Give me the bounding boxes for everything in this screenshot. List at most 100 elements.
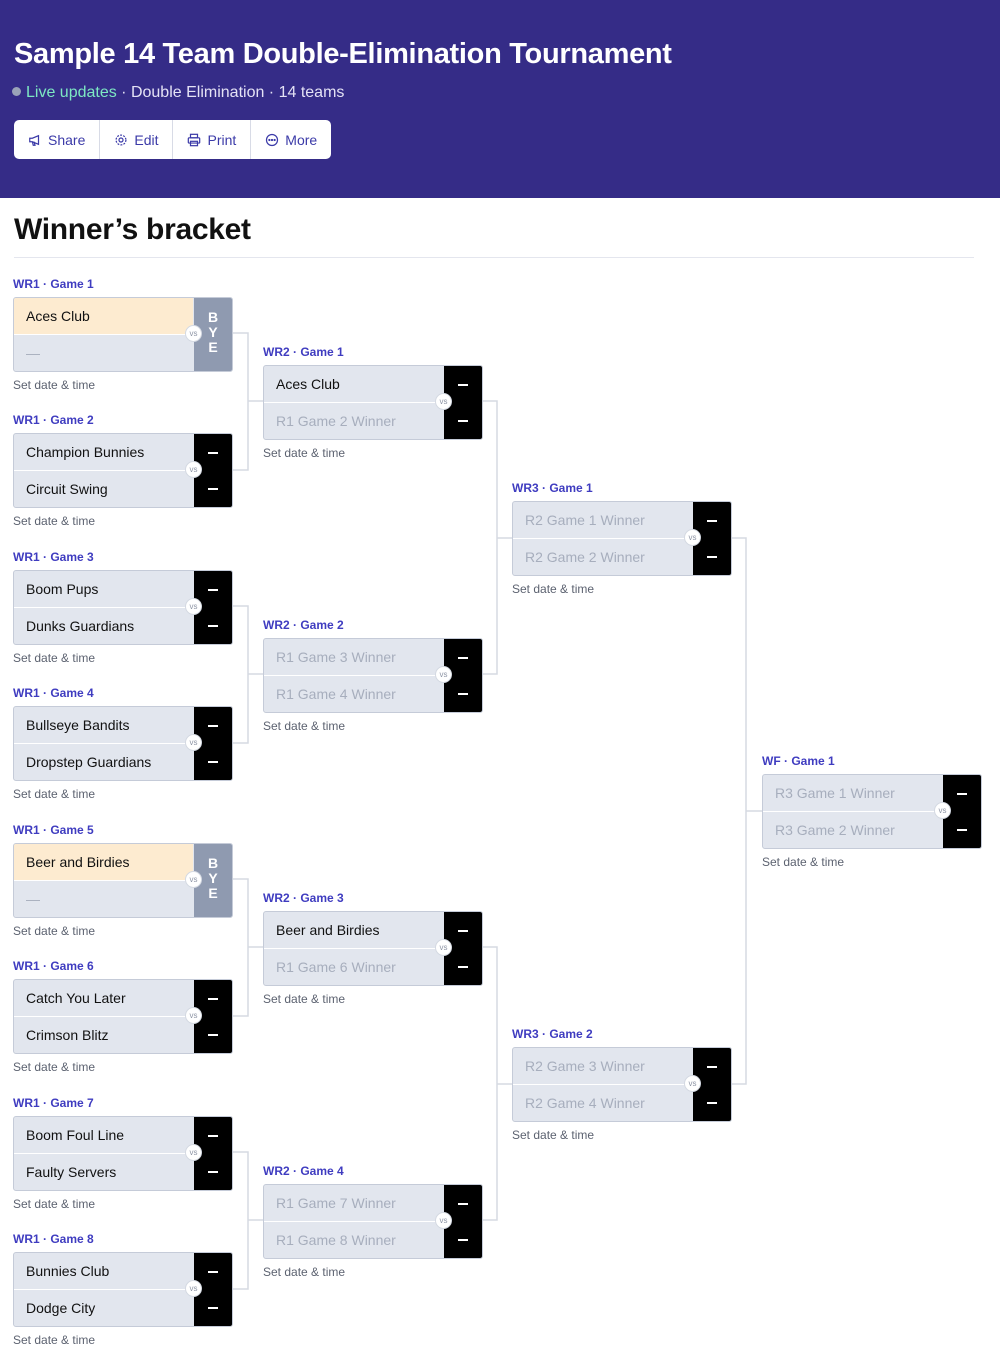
vs-badge: vs [435, 393, 452, 410]
team-slot-1[interactable]: Beer and Birdies [14, 844, 193, 880]
match-card[interactable]: R1 Game 3 Winner R1 Game 4 Winner vs [263, 638, 483, 713]
set-date-link[interactable]: Set date & time [263, 1265, 346, 1279]
set-date-link[interactable]: Set date & time [263, 719, 346, 733]
team-slot-1[interactable]: Catch You Later [26, 990, 126, 1006]
set-date-link[interactable]: Set date & time [512, 1128, 595, 1142]
match-label: WR1 · Game 1 [13, 277, 94, 291]
vs-badge: vs [185, 598, 202, 615]
team-slot-2[interactable]: R1 Game 4 Winner [276, 686, 396, 702]
set-date-link[interactable]: Set date & time [263, 992, 346, 1006]
match-card[interactable]: Aces Club R1 Game 2 Winner vs [263, 365, 483, 440]
match-card[interactable]: Bullseye Bandits Dropstep Guardians vs [13, 706, 233, 781]
team-slot-1[interactable]: Boom Pups [26, 581, 99, 597]
vs-badge: vs [684, 529, 701, 546]
team-slot-2[interactable]: Dropstep Guardians [26, 754, 152, 770]
tournament-meta: Live updates · Double Elimination · 14 t… [12, 84, 344, 102]
team-slot-2[interactable]: R2 Game 2 Winner [525, 549, 645, 565]
match-card[interactable]: Boom Pups Dunks Guardians vs [13, 570, 233, 645]
match-wr1-game3: WR1 · Game 3 Boom Pups Dunks Guardians v… [13, 549, 233, 665]
team-slot-1[interactable]: Aces Club [276, 376, 340, 392]
match-wr2-game2: WR2 · Game 2 R1 Game 3 Winner R1 Game 4 … [263, 617, 483, 733]
share-button[interactable]: Share [14, 120, 101, 159]
team-slot-1[interactable]: R2 Game 1 Winner [525, 512, 645, 528]
set-date-link[interactable]: Set date & time [263, 446, 346, 460]
match-card[interactable]: R2 Game 1 Winner R2 Game 2 Winner vs [512, 501, 732, 576]
team-slot-2[interactable]: Faulty Servers [26, 1164, 117, 1180]
team-slot-2[interactable]: — [26, 345, 40, 361]
set-date-link[interactable]: Set date & time [13, 514, 96, 528]
tournament-details: · Double Elimination · 14 teams [116, 84, 345, 101]
team-slot-2[interactable]: — [26, 891, 40, 907]
team-slot-1[interactable]: Bunnies Club [26, 1263, 110, 1279]
section-divider [14, 257, 974, 258]
match-wr3-game2: WR3 · Game 2 R2 Game 3 Winner R2 Game 4 … [512, 1026, 732, 1142]
team-slot-1[interactable]: R1 Game 7 Winner [276, 1195, 396, 1211]
match-card[interactable]: Catch You Later Crimson Blitz vs [13, 979, 233, 1054]
set-date-link[interactable]: Set date & time [13, 924, 96, 938]
match-card[interactable]: R3 Game 1 Winner R3 Game 2 Winner vs [762, 774, 982, 849]
team-slot-2[interactable]: R1 Game 6 Winner [276, 959, 396, 975]
match-wr2-game3: WR2 · Game 3 Beer and Birdies R1 Game 6 … [263, 890, 483, 1006]
toolbar: Share Edit Print More [14, 120, 332, 159]
vs-badge: vs [185, 1280, 202, 1297]
vs-badge: vs [185, 871, 202, 888]
connector-r2-1-2 [481, 400, 512, 675]
connector-r1-3-4 [231, 605, 263, 744]
set-date-link[interactable]: Set date & time [13, 651, 96, 665]
match-card[interactable]: Beer and Birdies R1 Game 6 Winner vs [263, 911, 483, 986]
set-date-link[interactable]: Set date & time [13, 378, 96, 392]
team-slot-1[interactable]: Bullseye Bandits [26, 717, 130, 733]
team-slot-2[interactable]: Circuit Swing [26, 481, 108, 497]
match-wr2-game1: WR2 · Game 1 Aces Club R1 Game 2 Winner … [263, 344, 483, 460]
connector-r2-3-4 [481, 946, 512, 1221]
match-card[interactable]: Bunnies Club Dodge City vs [13, 1252, 233, 1327]
team-slot-2[interactable]: R2 Game 4 Winner [525, 1095, 645, 1111]
set-date-link[interactable]: Set date & time [13, 1060, 96, 1074]
match-card[interactable]: R1 Game 7 Winner R1 Game 8 Winner vs [263, 1184, 483, 1259]
connector-r1-5-6 [231, 878, 263, 1017]
printer-icon [188, 133, 201, 146]
team-slot-2[interactable]: R1 Game 2 Winner [276, 413, 396, 429]
team-slot-2[interactable]: Dunks Guardians [26, 618, 135, 634]
set-date-link[interactable]: Set date & time [762, 855, 845, 869]
team-slot-1[interactable]: Boom Foul Line [26, 1127, 125, 1143]
team-slot-2[interactable]: Crimson Blitz [26, 1027, 109, 1043]
set-date-link[interactable]: Set date & time [512, 582, 595, 596]
page-title: Sample 14 Team Double-Elimination Tourna… [14, 38, 672, 70]
match-wr1-game8: WR1 · Game 8 Bunnies Club Dodge City vs … [13, 1231, 233, 1347]
match-label: WR1 · Game 6 [13, 959, 94, 973]
match-label: WR1 · Game 2 [13, 413, 94, 427]
team-slot-1[interactable]: R2 Game 3 Winner [525, 1058, 645, 1074]
team-slot-1[interactable]: Champion Bunnies [26, 444, 145, 460]
set-date-link[interactable]: Set date & time [13, 787, 96, 801]
team-slot-1[interactable]: R3 Game 1 Winner [775, 785, 895, 801]
team-slot-2[interactable]: R1 Game 8 Winner [276, 1232, 396, 1248]
live-updates-link[interactable]: Live updates [26, 84, 117, 101]
match-wr1-game6: WR1 · Game 6 Catch You Later Crimson Bli… [13, 958, 233, 1074]
match-card[interactable]: Boom Foul Line Faulty Servers vs [13, 1116, 233, 1191]
match-label: WR3 · Game 2 [512, 1027, 593, 1041]
print-button[interactable]: Print [173, 120, 252, 159]
page-header: Sample 14 Team Double-Elimination Tourna… [0, 0, 1000, 198]
team-slot-2[interactable]: R3 Game 2 Winner [775, 822, 895, 838]
edit-button[interactable]: Edit [100, 120, 174, 159]
match-label: WR1 · Game 4 [13, 686, 94, 700]
match-label: WR2 · Game 4 [263, 1164, 344, 1178]
match-card[interactable]: Champion Bunnies Circuit Swing vs [13, 433, 233, 508]
more-button[interactable]: More [251, 120, 331, 159]
live-indicator-icon [12, 87, 21, 96]
vs-badge: vs [934, 802, 951, 819]
set-date-link[interactable]: Set date & time [13, 1197, 96, 1211]
match-card[interactable]: R2 Game 3 Winner R2 Game 4 Winner vs [512, 1047, 732, 1122]
team-slot-2[interactable]: Dodge City [26, 1300, 96, 1316]
vs-badge: vs [435, 939, 452, 956]
match-wr3-game1: WR3 · Game 1 R2 Game 1 Winner R2 Game 2 … [512, 480, 732, 596]
team-slot-1[interactable]: R1 Game 3 Winner [276, 649, 396, 665]
team-slot-1[interactable]: Beer and Birdies [276, 922, 380, 938]
team-slot-1[interactable]: Aces Club [14, 298, 193, 334]
match-label: WR2 · Game 1 [263, 345, 344, 359]
set-date-link[interactable]: Set date & time [13, 1333, 96, 1347]
match-label: WR2 · Game 3 [263, 891, 344, 905]
